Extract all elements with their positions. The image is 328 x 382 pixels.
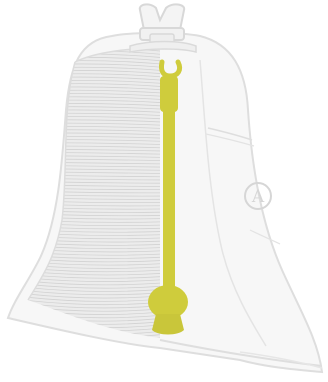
clapper-flight — [152, 314, 184, 335]
clapper-shank-top — [160, 76, 178, 112]
bell-interior — [20, 40, 170, 351]
clapper-shaft — [163, 108, 175, 288]
clapper-ball — [148, 285, 188, 319]
bell-crown — [130, 4, 196, 52]
emblem-letter: A — [251, 187, 265, 207]
